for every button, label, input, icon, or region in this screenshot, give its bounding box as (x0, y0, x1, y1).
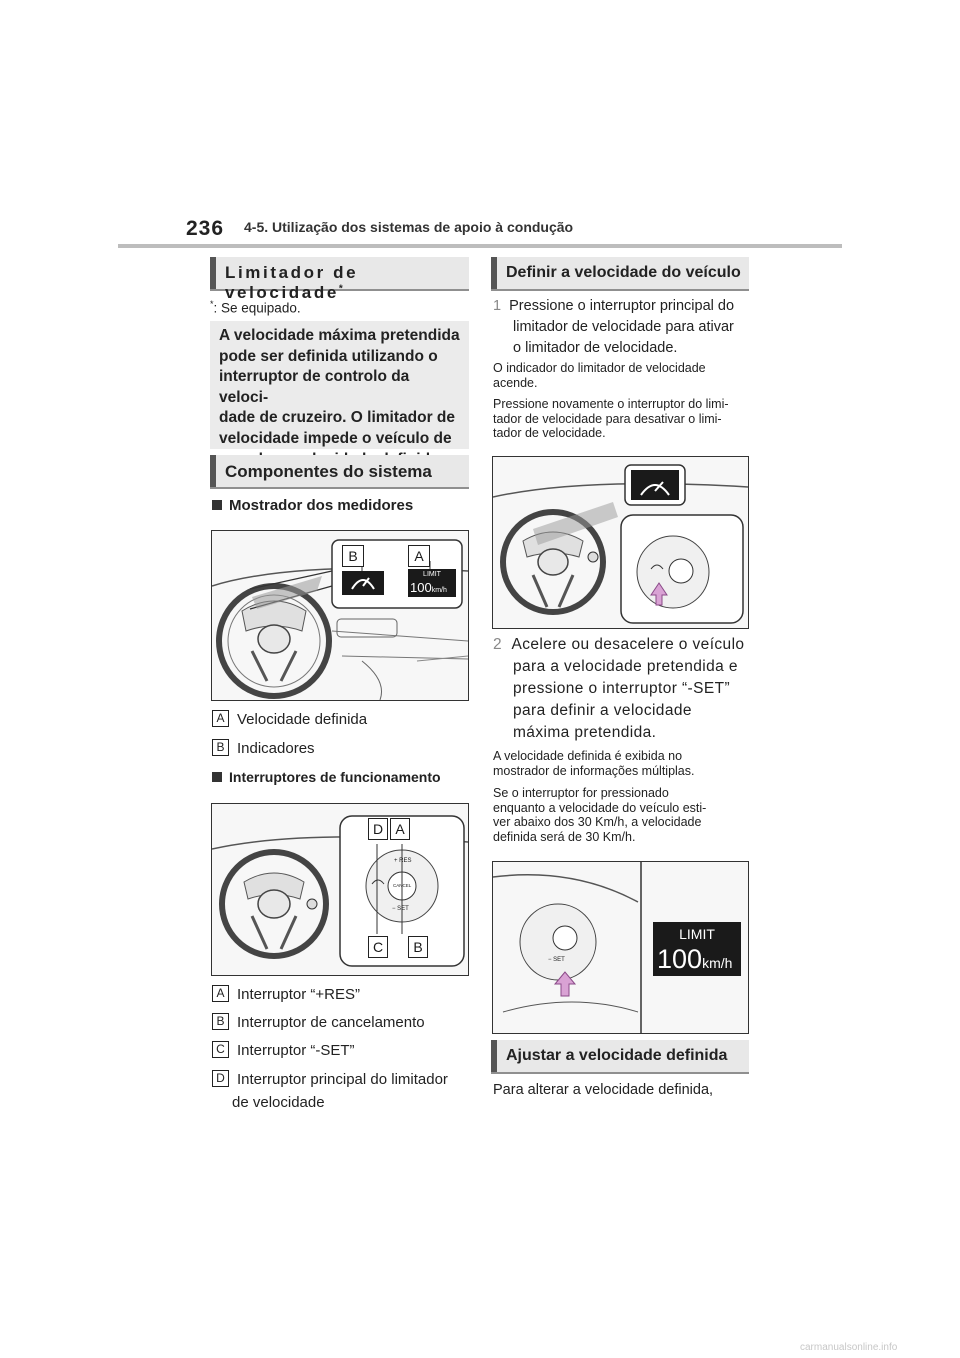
cancel-label: CANCEL (393, 883, 412, 888)
footnote: *: Se equipado. (210, 299, 301, 316)
equipped-mark: * (338, 283, 346, 295)
step-2-line: para definir a velocidade (513, 702, 692, 719)
summary-line: pode ser definida utilizando o (219, 347, 438, 365)
section-title: Definir a velocidade do veículo (506, 264, 741, 281)
callout-c: C (368, 936, 388, 958)
callout-d: D (368, 818, 388, 840)
section-title: Componentes do sistema (225, 462, 432, 481)
adjust-paragraph: Para alterar a velocidade definida, (493, 1082, 714, 1098)
summary-line: interruptor de controlo da veloci- (219, 368, 410, 406)
watermark: carmanualsonline.info (800, 1342, 898, 1353)
limit-value: 100km/h (657, 944, 733, 974)
section-title: Ajustar a velocidade definida (506, 1047, 728, 1064)
steering-switch-illustration (212, 804, 468, 975)
set-label: − SET (392, 906, 409, 912)
main-switch-figure (492, 456, 749, 629)
callout-b: B (408, 936, 428, 958)
callout-a: A (390, 818, 410, 840)
callout-a: A (408, 545, 430, 567)
legend-item-continued: de velocidade (232, 1094, 325, 1111)
square-bullet-icon (212, 500, 222, 510)
gauge-heading: Mostrador dos medidores (212, 497, 413, 514)
summary-line: A velocidade máxima pretendida (219, 327, 460, 344)
summary-line: dade de cruzeiro. O limitador de (219, 409, 455, 427)
step-1-line: limitador de velocidade para ativar (513, 319, 734, 335)
set-switch-illustration (493, 862, 748, 1033)
section-bar-adjust-speed: Ajustar a velocidade definida (491, 1040, 749, 1074)
section-title: Limitador de velocidade* (225, 263, 359, 302)
switch-figure: D A C B + RES CANCEL − SET (211, 803, 469, 976)
legend-key: D (212, 1069, 229, 1087)
limit-label: LIMIT (423, 571, 441, 578)
chapter-title: 4-5. Utilização dos sistemas de apoio à … (244, 219, 574, 235)
step-1-line: o limitador de velocidade. (513, 340, 678, 356)
step-2-line: 2 Acelere ou desacelere o veículo (493, 636, 745, 653)
switch-heading: Interruptores de funcionamento (212, 769, 441, 785)
square-bullet-icon (212, 772, 222, 782)
section-accent (210, 257, 216, 289)
step-2-line: para a velocidade pretendida e (513, 658, 738, 675)
limit-label: LIMIT (679, 926, 715, 942)
legend-key: A (212, 984, 229, 1002)
main-switch-illustration (493, 457, 748, 628)
section-bar-components: Componentes do sistema (210, 455, 469, 489)
gauge-figure: B A LIMIT 100km/h (211, 530, 469, 701)
section-bar-speed-limiter: Limitador de velocidade* (210, 257, 469, 302)
summary-box: A velocidade máxima pretendida pode ser … (210, 321, 469, 468)
callout-b: B (342, 545, 364, 567)
footnote-mark: * (210, 299, 214, 309)
legend-key: B (212, 1012, 229, 1030)
set-label: − SET (548, 957, 565, 963)
legend-key: C (212, 1040, 229, 1058)
set-switch-figure: − SET LIMIT 100km/h (492, 861, 749, 1034)
section-accent (491, 257, 497, 289)
res-label: + RES (394, 858, 412, 864)
page-number: 236 (186, 217, 225, 240)
header-rule (118, 244, 842, 248)
legend-key: A (212, 709, 229, 727)
step-1-line: 1 Pressione o interruptor principal do (493, 298, 735, 314)
legend-key: B (212, 738, 229, 756)
section-accent (491, 1040, 497, 1072)
limit-value: 100km/h (410, 580, 447, 595)
summary-line: velocidade impede o veículo de (219, 429, 452, 447)
step-2-line: máxima pretendida. (513, 724, 657, 741)
section-accent (210, 455, 216, 487)
step-1-note: Pressione novamente o interruptor do lim… (493, 397, 729, 440)
section-bar-set-speed: Definir a velocidade do veículo (491, 257, 749, 291)
step-2-line: pressione o interruptor “-SET” (513, 680, 731, 697)
